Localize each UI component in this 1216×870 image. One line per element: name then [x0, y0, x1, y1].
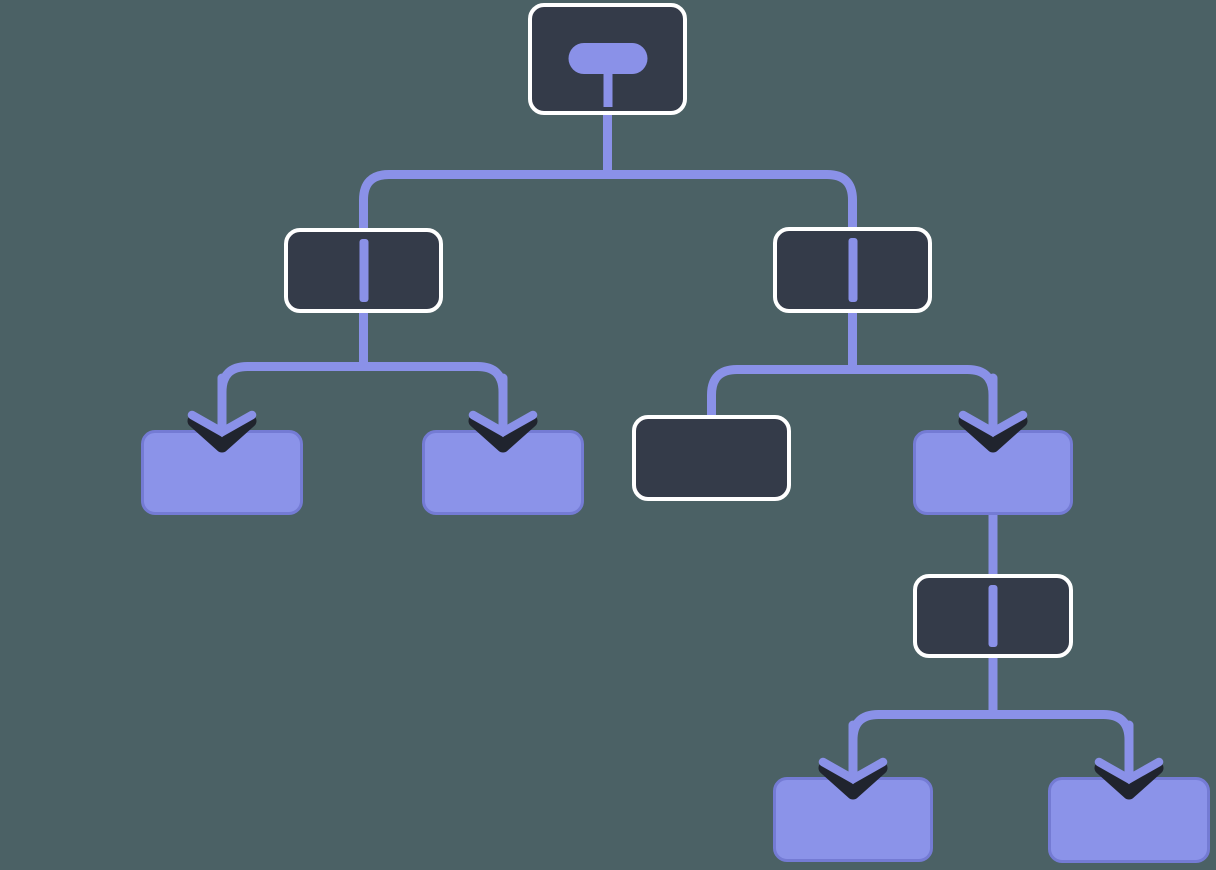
leaf-node-4 — [773, 777, 933, 862]
vertical-through-line-icon — [848, 238, 857, 302]
edge-branch-right — [707, 365, 998, 417]
branch-node-right — [773, 227, 932, 313]
leaf-node-3 — [913, 430, 1073, 515]
vertical-through-line-icon — [359, 239, 368, 302]
root-pill-marker-icon — [568, 43, 647, 74]
root-node — [528, 3, 687, 115]
dark-leaf-node — [632, 415, 791, 501]
branch-node-left — [284, 228, 443, 313]
root-pill-stem-icon — [603, 69, 612, 107]
leaf-node-5 — [1048, 777, 1210, 863]
edge-branch-left — [217, 362, 508, 402]
leaf-node-2 — [422, 430, 584, 515]
edge-branch-bottom — [848, 710, 1134, 750]
leaf-node-1 — [141, 430, 303, 515]
vertical-through-line-icon — [988, 585, 998, 647]
edge-branch-level1 — [359, 170, 857, 234]
branch-node-bottom — [913, 574, 1073, 658]
